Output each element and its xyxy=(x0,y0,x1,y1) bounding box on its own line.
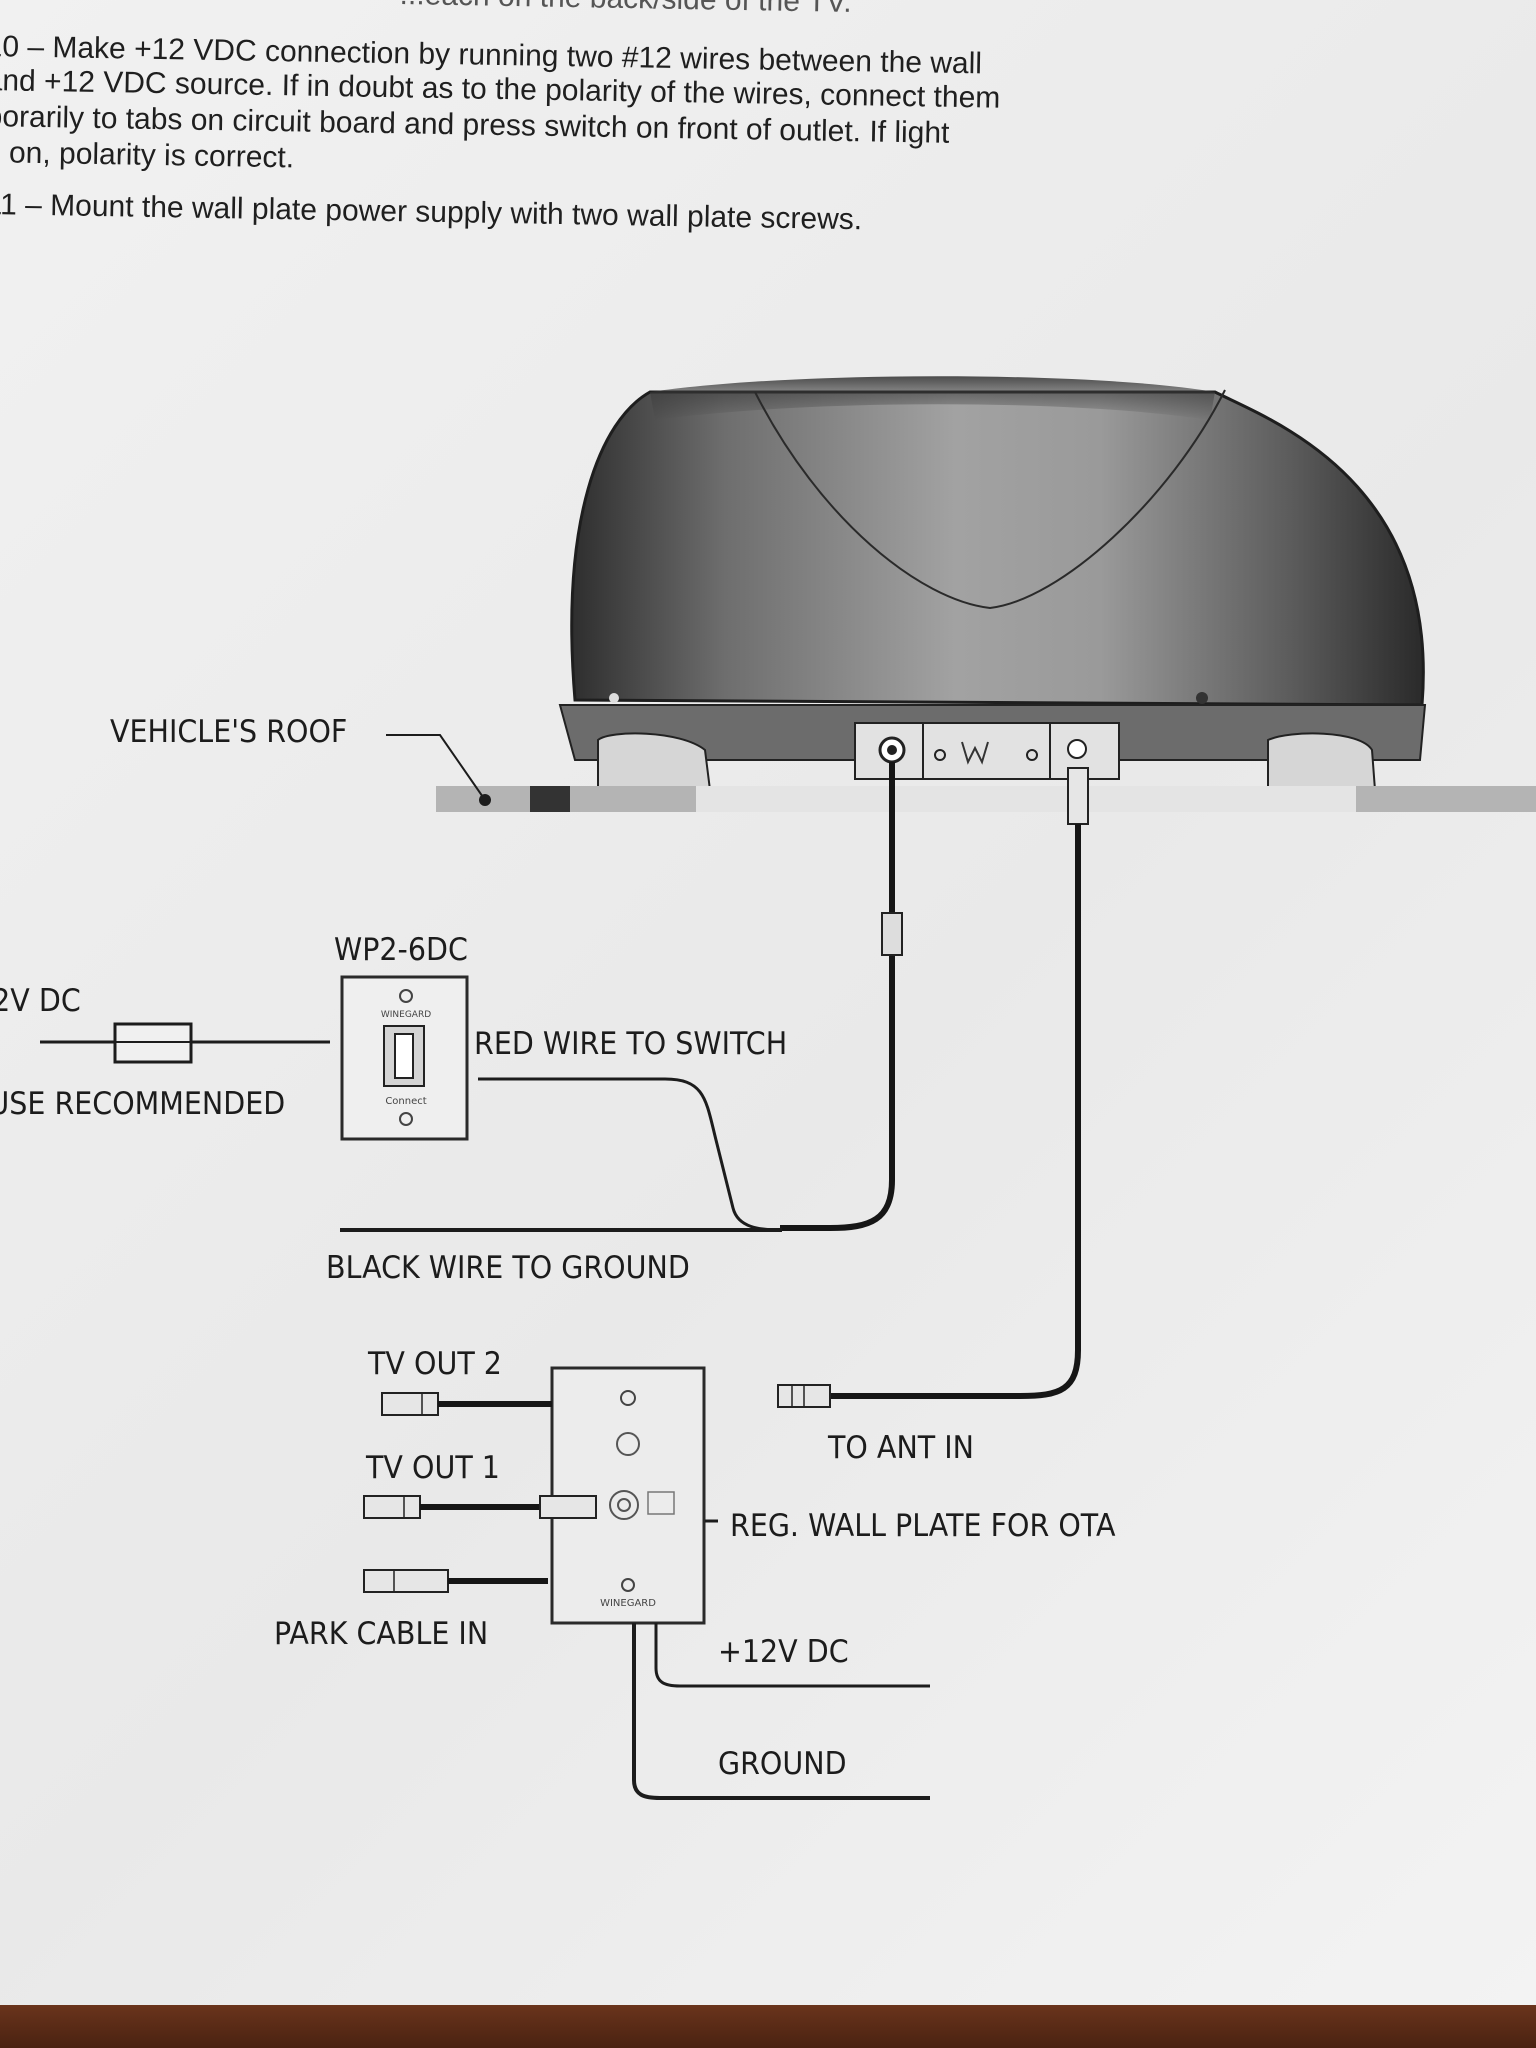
ground-lead xyxy=(632,1623,930,1800)
vehicle-roof-line xyxy=(386,734,1536,812)
label-tv-out-2: TV OUT 2 xyxy=(368,1346,502,1382)
antenna-coax-cable xyxy=(830,767,1089,1399)
label-plus-12v-dc: +12V DC xyxy=(718,1634,849,1670)
tv-out-1-connector xyxy=(363,1495,597,1519)
instruction-page: ...each on the back/side of the TV. 10 –… xyxy=(0,0,1536,2005)
fuse xyxy=(40,1022,330,1064)
label-tv-out-1: TV OUT 1 xyxy=(366,1450,500,1486)
ota-plate-brand: WINEGARD xyxy=(600,1598,656,1609)
label-black-wire: BLACK WIRE TO GROUND xyxy=(326,1250,690,1286)
wp2-switch-plate: WINEGARD Connect xyxy=(340,975,469,1141)
wp2-plate-switch-text: Connect xyxy=(385,1096,426,1107)
park-cable-in-connector xyxy=(363,1569,548,1593)
antenna-base xyxy=(597,722,1377,791)
label-vehicle-roof: VEHICLE'S ROOF xyxy=(110,714,348,750)
label-wp2-6dc: WP2-6DC xyxy=(334,932,468,968)
tv-out-2-connector xyxy=(381,1392,552,1416)
wiring-diagram: WINEGARD Connect WINEGARD xyxy=(40,376,1536,1800)
plus-12v-lead xyxy=(654,1623,930,1688)
label-reg-wall-plate: REG. WALL PLATE FOR OTA xyxy=(730,1508,1116,1544)
label-12v-dc: 12V DC xyxy=(0,983,81,1019)
label-red-wire: RED WIRE TO SWITCH xyxy=(474,1026,788,1062)
antenna-power-wire xyxy=(780,762,903,1231)
label-fuse-recommended: FUSE RECOMMENDED xyxy=(0,1086,286,1122)
label-park-cable-in: PARK CABLE IN xyxy=(274,1616,489,1652)
antenna-dome xyxy=(558,376,1427,761)
wp2-plate-brand: WINEGARD xyxy=(381,1010,431,1020)
label-to-ant-in: TO ANT IN xyxy=(828,1430,975,1466)
label-ground: GROUND xyxy=(718,1746,847,1782)
wood-table-edge xyxy=(0,2005,1536,2048)
to-ant-in-connector xyxy=(777,1384,831,1408)
red-wire-to-switch xyxy=(478,1077,783,1232)
